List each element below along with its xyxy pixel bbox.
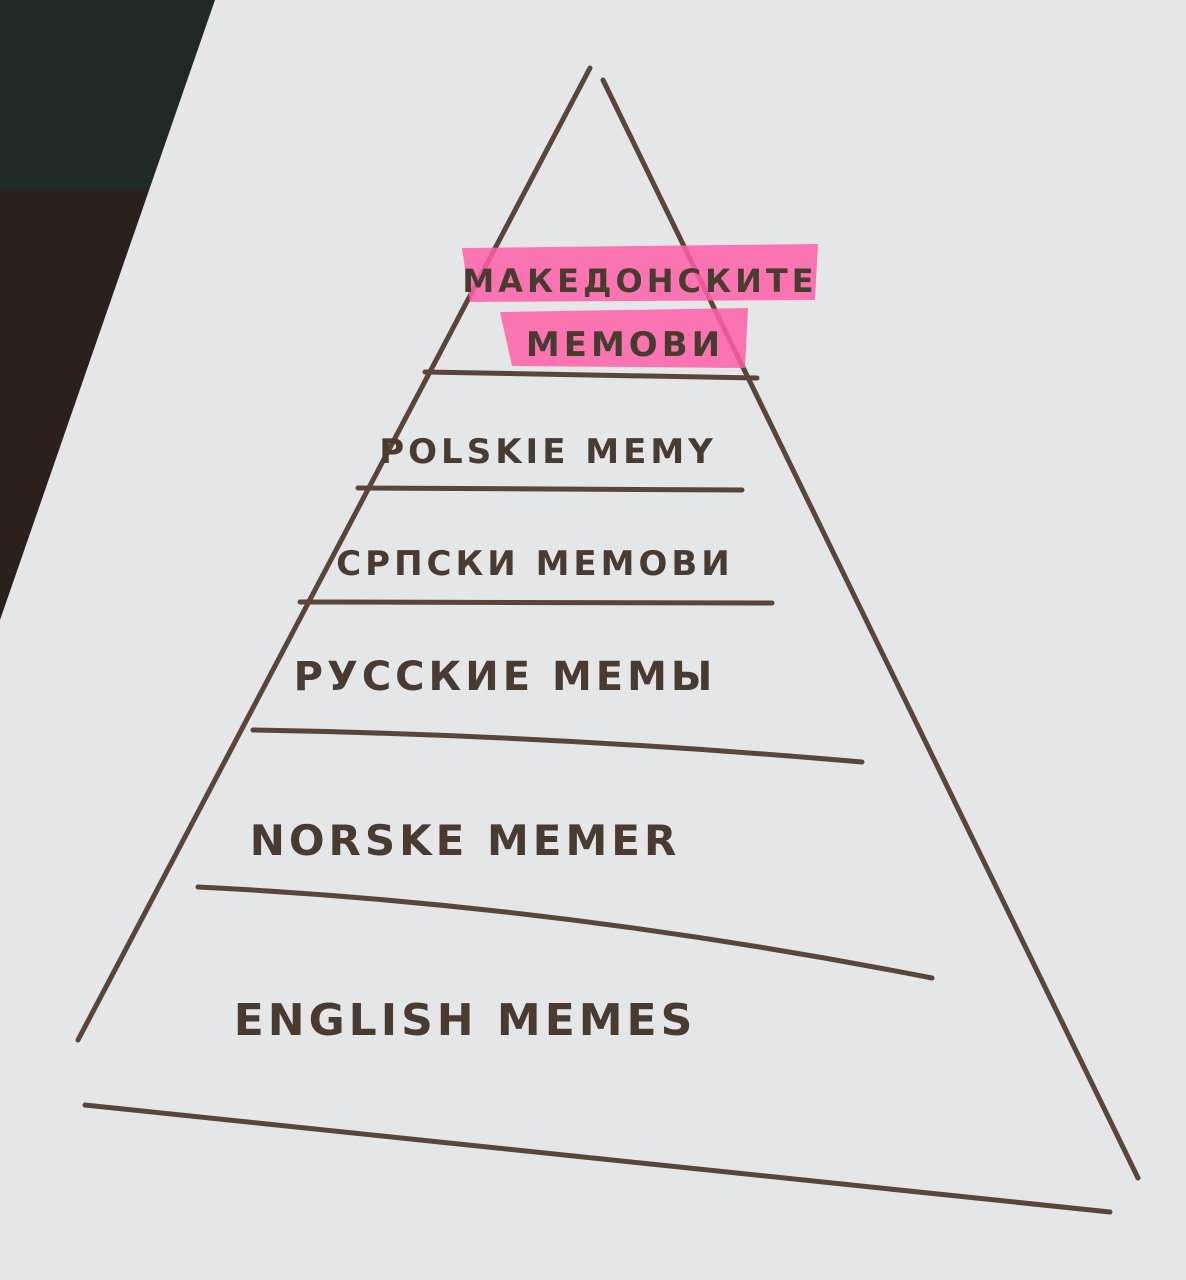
divider-4 xyxy=(250,727,865,765)
background-top-left xyxy=(0,0,215,190)
highlight-stroke-1 xyxy=(462,244,818,302)
highlight-stroke-2 xyxy=(500,308,748,368)
divider-1 xyxy=(422,369,760,381)
divider-2 xyxy=(355,485,745,493)
tier-russian: РУССКИЕ МЕМЫ xyxy=(294,654,717,700)
tier-norwegian: NORSKE MEMER xyxy=(250,816,681,865)
tier-polish: POLSKIE MEMY xyxy=(379,432,717,472)
tier-macedonian-line1: МАКЕДОНСКИТЕ xyxy=(462,262,817,300)
highlighter-marks xyxy=(462,244,818,368)
divider-3 xyxy=(297,599,775,606)
pyramid-base-line xyxy=(82,1102,1113,1215)
tier-english: ENGLISH MEMES xyxy=(234,995,697,1046)
tier-labels: МАКЕДОНСКИТЕ МЕМОВИ POLSKIE MEMY СРПСКИ … xyxy=(234,262,817,1046)
tier-serbian: СРПСКИ МЕМОВИ xyxy=(336,544,734,584)
tier-dividers xyxy=(195,369,935,981)
pyramid-left-edge xyxy=(75,65,593,1043)
tier-macedonian-line2: МЕМОВИ xyxy=(526,325,724,365)
divider-5 xyxy=(195,884,935,981)
